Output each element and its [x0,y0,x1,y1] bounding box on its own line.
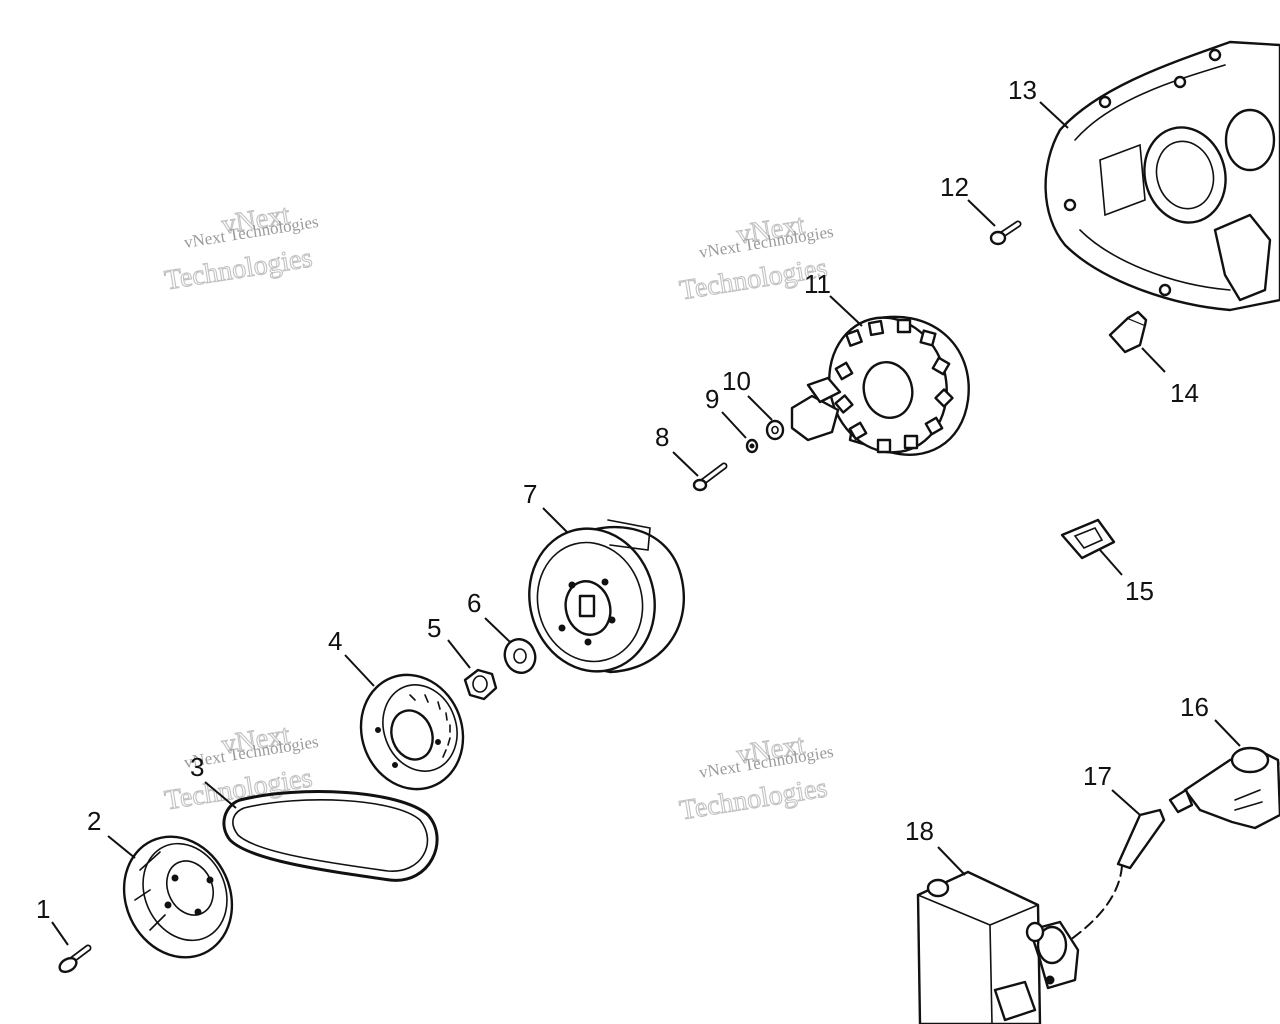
part-3-belt [222,790,439,882]
part-6-washer [503,638,537,674]
callout-10: 10 [722,366,751,396]
part-5-nut [463,668,498,701]
callout-11: 11 [804,269,831,299]
part-12-bolt [989,220,1022,246]
callout-3: 3 [190,752,204,782]
leader-lines [51,101,1241,946]
callout-14: 14 [1170,378,1199,408]
watermark-top-left: vNext Technologies vNext Technologies [162,199,320,297]
watermark-bottom-center: vNext Technologies vNext Technologies [677,729,835,827]
callout-16: 16 [1180,692,1209,722]
part-2-pulley [122,835,234,959]
callout-2: 2 [87,806,101,836]
part-18-coil [916,870,1080,1024]
part-1-bolt [58,944,92,974]
callout-13: 13 [1008,75,1037,105]
part-16-plug-cap [1168,746,1280,830]
callout-4: 4 [328,626,342,656]
callout-7: 7 [523,479,537,509]
part-4-starter-pulley [359,673,465,791]
part-11-stator [790,315,970,456]
part-15-clip [1060,518,1116,560]
part-8-bolt [692,462,728,492]
part-14-fitting [1108,310,1148,354]
callout-8: 8 [655,422,669,452]
callout-12: 12 [940,172,969,202]
part-9-lock-washer [745,438,759,454]
callout-1: 1 [36,894,50,924]
callout-6: 6 [467,588,481,618]
callout-5: 5 [427,613,441,643]
callout-15: 15 [1125,576,1154,606]
callout-numbers: 1 2 3 4 5 6 7 8 9 10 11 12 13 14 15 16 1… [36,75,1209,924]
part-7-flywheel [528,519,685,674]
callout-17: 17 [1083,761,1112,791]
callout-18: 18 [905,816,934,846]
callout-9: 9 [705,384,719,414]
part-10-washer [765,419,785,441]
part-17-lead [1069,808,1166,941]
part-13-cover [1044,40,1280,312]
